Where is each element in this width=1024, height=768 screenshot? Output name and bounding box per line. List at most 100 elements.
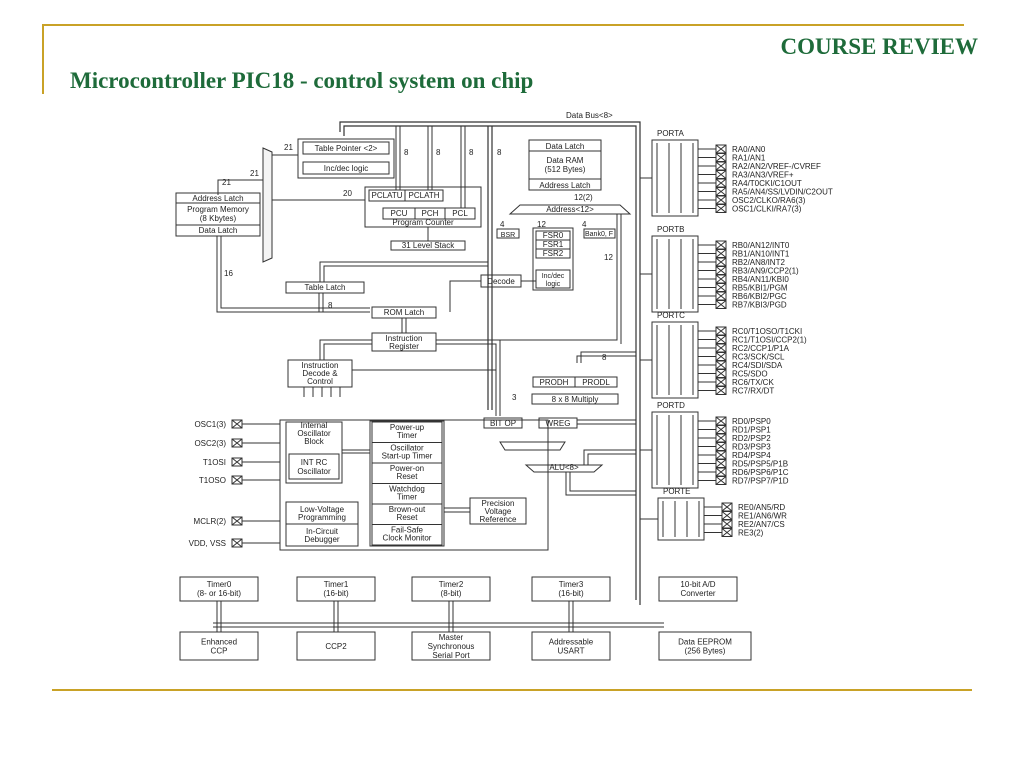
alu-input-mux (499, 441, 566, 451)
int-rc-block (288, 453, 340, 480)
reset-block-label: Clock Monitor (383, 534, 432, 543)
port-pin-label: RD7/PSP7/P1D (732, 477, 789, 486)
width-label-8d: 8 (497, 148, 502, 157)
port-pin-label: RC6/TX/CK (732, 378, 774, 387)
peripheral-block (179, 576, 259, 602)
port-pin-label: RE2/AN7/CS (738, 520, 785, 529)
system-control-block (279, 419, 549, 551)
idc-label-1: Instruction (302, 361, 339, 370)
pm-size: (8 Kbytes) (200, 214, 237, 223)
pin-x-icon (231, 538, 243, 548)
pin-x-icon (715, 195, 727, 205)
pin-x-icon (715, 187, 727, 196)
osc-pin-label: MCLR(2) (194, 517, 227, 526)
peripheral-label: Timer0 (207, 580, 232, 589)
iob-2: Oscillator (297, 429, 331, 438)
ram-data-latch: Data Latch (546, 142, 585, 151)
prodl-block (574, 376, 618, 388)
peripheral-label: Timer2 (439, 580, 464, 589)
port-name: PORTB (657, 225, 684, 234)
program-counter-label: Program Counter (392, 218, 454, 227)
peripheral-label: (256 Bytes) (685, 647, 726, 656)
bitop-block (483, 417, 523, 429)
port-register (657, 497, 705, 541)
alu-label: ALU<8> (549, 463, 579, 472)
left-rule (42, 24, 44, 94)
io-ports: PORTARA0/AN0RA1/AN1RA2/AN2/VREF-/CVREFRA… (640, 129, 833, 541)
port-pin-label: RC3/SCK/SCL (732, 353, 785, 362)
slide-title: Microcontroller PIC18 - control system o… (70, 68, 534, 93)
pin-x-icon (715, 386, 727, 395)
port-pin-label: RB3/AN9/CCP2(1) (732, 267, 799, 276)
width-label-12sup: 12(2) (574, 193, 593, 202)
pin-x-icon (721, 519, 733, 529)
icd-2: Debugger (304, 535, 339, 544)
pm-address-latch: Address Latch (192, 194, 243, 203)
peripheral-label: Serial Port (432, 651, 470, 660)
peripheral-label: (16-bit) (558, 589, 584, 598)
reset-block-label: Start-up Timer (382, 452, 433, 461)
peripheral-block (296, 631, 376, 661)
port-pin-label: RD0/PSP0 (732, 417, 771, 426)
port-name: PORTC (657, 311, 685, 320)
port-pin-label: RC5/SDO (732, 370, 768, 379)
stack-label: 31 Level Stack (402, 241, 455, 250)
width-label-8f: 8 (602, 353, 607, 362)
port-pin-label: RA4/T0CKI/C1OUT (732, 179, 802, 188)
port-pin-label: RB5/KBI1/PGM (732, 284, 788, 293)
pin-x-icon (715, 257, 727, 267)
bsr-block (496, 228, 520, 239)
port-pin-label: RD2/PSP2 (732, 434, 771, 443)
peripheral-label: Master (439, 633, 464, 642)
pin-x-icon (715, 433, 727, 443)
pin-x-icon (715, 326, 727, 336)
width-label-21b: 21 (250, 169, 259, 178)
port-pin-label: RD3/PSP3 (732, 443, 771, 452)
address-bus-label: Address<12> (546, 205, 594, 214)
pin-x-icon (231, 457, 243, 467)
width-label-12b: 12 (604, 253, 613, 262)
pin-x-icon (715, 360, 727, 370)
width-label-4b: 4 (582, 220, 587, 229)
port-register (651, 139, 699, 217)
width-label-8e: 8 (328, 301, 333, 310)
peripheral-label: CCP2 (325, 642, 347, 651)
port-register (651, 235, 699, 313)
peripheral-label: USART (558, 647, 585, 656)
idc-label-2: Decode & (302, 369, 338, 378)
port-pin-label: RA2/AN2/VREF-/CVREF (732, 162, 821, 171)
pin-x-icon (721, 502, 733, 512)
pin-x-icon (715, 266, 727, 275)
pin-x-icon (231, 475, 243, 485)
pclatu: PCLATU (372, 191, 403, 200)
data-bus: Data Bus<8> (339, 111, 641, 605)
data-ram-block: Data Latch Data RAM (512 Bytes) Address … (528, 139, 602, 191)
table-latch-label: Table Latch (305, 283, 346, 292)
port-pin-label: RB4/AN11/KBI0 (732, 275, 789, 284)
peripheral-label: Synchronous (428, 642, 475, 651)
port-pin-label: RD5/PSP5/P1B (732, 460, 788, 469)
width-label-8c: 8 (469, 148, 474, 157)
port-pin-label: RD4/PSP4 (732, 451, 771, 460)
port-pin-label: RA1/AN1 (732, 154, 766, 163)
data-bus-label: Data Bus<8> (566, 111, 613, 120)
table-pointer-incdec-label: Inc/dec logic (324, 164, 368, 173)
peripheral-label: (8-bit) (441, 589, 462, 598)
width-label-12a: 12 (537, 220, 546, 229)
iob-1: Internal (301, 421, 328, 430)
fsr0: FSR0 (543, 231, 564, 240)
fsr-incdec-1: Inc/dec (542, 273, 565, 280)
reset-block-label: Fail-Safe (391, 526, 424, 535)
pin-x-icon (715, 249, 727, 258)
peripheral-block (179, 631, 259, 661)
multiply-label: 8 x 8 Multiply (552, 395, 599, 404)
instruction-register-block (371, 332, 437, 352)
osc-pin-label: OSC1(3) (194, 420, 226, 429)
peripheral-label: Converter (680, 589, 715, 598)
decode-label: Decode (487, 277, 515, 286)
pin-x-icon (715, 153, 727, 162)
width-label-20: 20 (343, 189, 352, 198)
pin-x-icon (715, 442, 727, 451)
